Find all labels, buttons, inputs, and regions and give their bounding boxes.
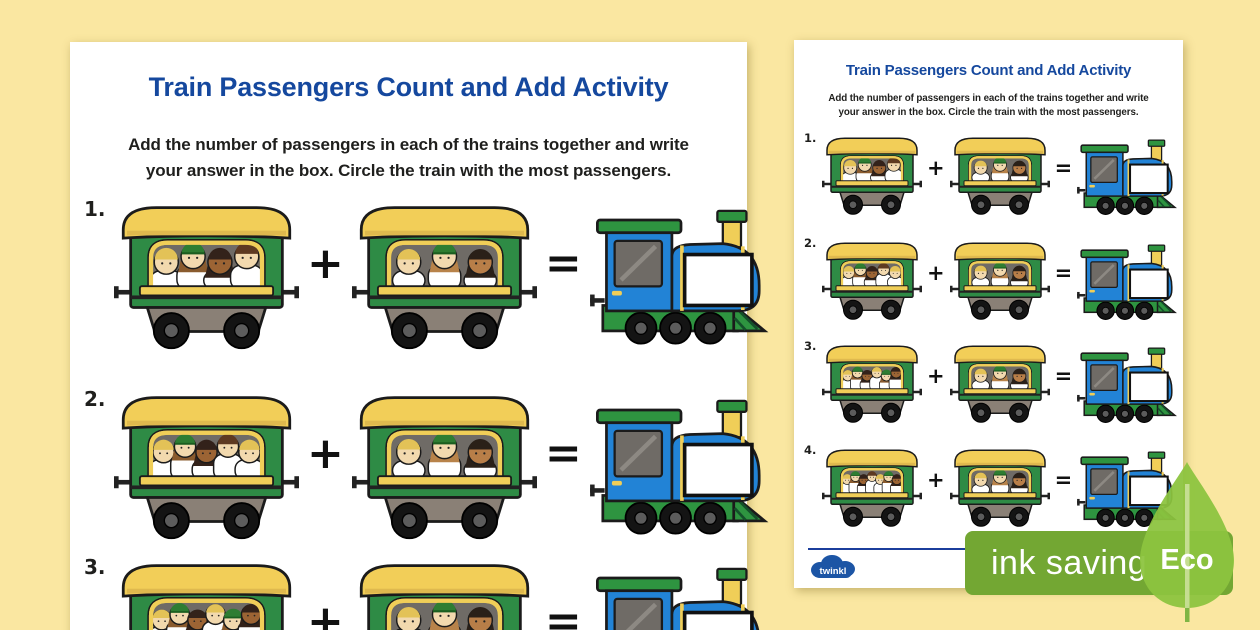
answer-box (1129, 163, 1169, 195)
passenger-carriage-illustration (949, 342, 1050, 425)
equals-sign: = (1054, 156, 1073, 180)
locomotive-svg (595, 567, 759, 630)
twinkl-logo: twinkl (810, 553, 856, 581)
row-number: 1. (84, 197, 106, 221)
problem-row: 1. + = (804, 131, 1179, 218)
answer-box (682, 442, 754, 498)
answer-box (1129, 371, 1169, 403)
carriage-svg (351, 206, 537, 350)
problem-row: 3. + = (84, 555, 772, 630)
carriage-svg (822, 449, 922, 527)
problem-row: 2. + = (804, 236, 1179, 323)
locomotive-answer-box-illustration (1077, 134, 1179, 218)
carriage-svg (121, 564, 292, 630)
row-number: 2. (84, 387, 106, 411)
locomotive-svg (1077, 451, 1178, 527)
locomotive-svg (1077, 347, 1178, 423)
passenger-carriage-illustration (822, 342, 922, 425)
carriage-svg (822, 137, 922, 215)
passenger-carriage-illustration (352, 558, 537, 630)
row-number: 3. (84, 555, 106, 579)
equals-sign: = (544, 428, 582, 479)
locomotive-answer-box-illustration (1077, 446, 1179, 530)
plus-sign: + (307, 596, 344, 630)
carriage-svg (822, 242, 922, 320)
locomotive-answer-box-illustration (590, 558, 772, 630)
carriage-svg (949, 345, 1050, 423)
equals-sign: = (544, 596, 582, 630)
carriage-svg (949, 449, 1050, 527)
problem-row: 3. + = (804, 339, 1179, 426)
carriage-svg (351, 396, 537, 540)
answer-box (682, 252, 754, 308)
row-number: 4. (804, 443, 817, 457)
locomotive-svg (589, 209, 769, 345)
worksheet-instructions: Add the number of passengers in each of … (128, 135, 689, 180)
passenger-carriage-illustration (822, 134, 922, 217)
equals-sign: = (1054, 364, 1073, 388)
locomotive-answer-box-illustration (589, 200, 772, 350)
answer-box (682, 610, 754, 630)
locomotive-answer-box-illustration (1077, 342, 1179, 426)
eco-label: Eco (1160, 544, 1214, 576)
row-number: 2. (804, 236, 817, 250)
worksheet-page-preview: Train Passengers Count and Add Activity … (794, 40, 1183, 588)
twinkl-wordmark: twinkl (820, 566, 847, 577)
passenger-carriage-illustration (351, 200, 537, 353)
plus-sign: + (307, 428, 344, 479)
eco-leaf-icon (1130, 458, 1244, 628)
passenger-carriage-illustration (114, 558, 299, 630)
equals-sign: = (1054, 468, 1073, 492)
plus-sign: + (307, 238, 344, 289)
locomotive-svg (1077, 139, 1178, 215)
ink-saving-label: ink saving (991, 543, 1148, 582)
passenger-carriage-illustration (949, 134, 1050, 217)
passenger-carriage-illustration (949, 239, 1050, 322)
locomotive-answer-box-illustration (589, 390, 772, 540)
worksheet-instructions: Add the number of passengers in each of … (828, 93, 1149, 119)
carriage-svg (822, 345, 922, 423)
locomotive-answer-box-illustration (1077, 239, 1179, 323)
locomotive-svg (589, 399, 769, 535)
worksheet-title: Train Passengers Count and Add Activity (148, 72, 669, 102)
locomotive-svg (1077, 244, 1178, 320)
passenger-carriage-illustration (114, 200, 299, 353)
problem-row: 4. + = (804, 443, 1179, 530)
passenger-carriage-illustration (822, 239, 922, 322)
row-number: 1. (804, 131, 817, 145)
carriage-svg (359, 564, 530, 630)
carriage-svg (949, 137, 1050, 215)
row-number: 3. (804, 339, 817, 353)
carriage-svg (114, 206, 299, 350)
plus-sign: + (927, 156, 945, 180)
plus-sign: + (927, 468, 945, 492)
carriage-svg (949, 242, 1050, 320)
problem-row: 1. + = (84, 197, 772, 353)
passenger-carriage-illustration (822, 446, 922, 529)
equals-sign: = (544, 238, 582, 289)
plus-sign: + (927, 261, 945, 285)
equals-sign: = (1054, 261, 1073, 285)
worksheet-title: Train Passengers Count and Add Activity (845, 62, 1132, 79)
worksheet-page-large: Train Passengers Count and Add Activity … (70, 42, 769, 630)
carriage-svg (114, 396, 299, 540)
answer-box (1129, 268, 1169, 300)
problem-row: 2. + = (84, 387, 772, 543)
passenger-carriage-illustration (114, 390, 299, 543)
passenger-carriage-illustration (351, 390, 537, 543)
answer-box (1129, 475, 1169, 507)
passenger-carriage-illustration (949, 446, 1050, 529)
plus-sign: + (927, 364, 945, 388)
twinkl-cloud-icon: twinkl (811, 555, 855, 578)
